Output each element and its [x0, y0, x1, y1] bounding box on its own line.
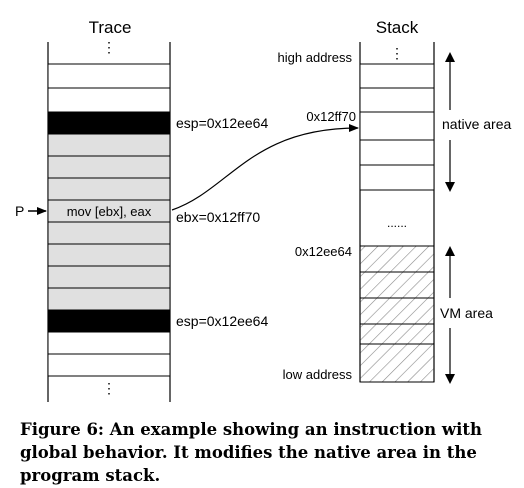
stack-slot: [359, 139, 435, 166]
trace-row: [47, 243, 171, 267]
esp-label-top: esp=0x12ee64: [176, 115, 268, 131]
trace-ellipsis-bottom: ⋮: [102, 380, 116, 396]
native-area-label: native area: [442, 116, 511, 132]
esp-label-bottom: esp=0x12ee64: [176, 313, 268, 329]
vm-area-bracket: [445, 246, 455, 384]
vm-slot: [359, 297, 435, 325]
ebx-pointer-arrow: [171, 124, 359, 211]
stack-ellipsis-top: ⋮: [390, 45, 404, 61]
vm-area-label: VM area: [440, 305, 493, 321]
trace-row-esp-top: [47, 111, 171, 135]
ebx-label: ebx=0x12ff70: [176, 209, 260, 225]
vm-slot: [359, 271, 435, 299]
high-address-label: high address: [278, 50, 353, 65]
figure-caption: Figure 6: An example showing an instruct…: [20, 420, 482, 485]
native-address-label: 0x12ff70: [306, 109, 356, 124]
pointer-label: P: [15, 203, 24, 219]
stack-gap-dots: ......: [387, 216, 407, 230]
vm-slot: [359, 245, 435, 273]
low-address-label: low address: [283, 367, 353, 382]
trace-row: [47, 265, 171, 289]
stack-slot: [359, 87, 435, 113]
stack-title: Stack: [376, 18, 419, 37]
stack-column: ⋮ ......: [359, 42, 435, 383]
trace-row: [47, 155, 171, 179]
trace-row: [47, 331, 171, 355]
trace-row: [47, 133, 171, 157]
trace-row-esp-bottom: [47, 309, 171, 333]
trace-row: [47, 63, 171, 89]
trace-ellipsis-top: ⋮: [102, 39, 116, 55]
trace-title: Trace: [89, 18, 132, 37]
stack-slot: [359, 164, 435, 191]
trace-row: [47, 177, 171, 201]
native-area-bracket: [445, 52, 455, 192]
vm-slot: [359, 323, 435, 345]
stack-slot: [359, 63, 435, 89]
vm-address-label: 0x12ee64: [295, 244, 352, 259]
trace-column: ⋮ mov [ebx], eax ⋮: [47, 39, 171, 402]
figure-diagram: Trace ⋮ mov [ebx], eax ⋮ P esp=0x12ee64 …: [15, 18, 511, 402]
trace-instruction: mov [ebx], eax: [67, 204, 152, 219]
trace-row: [47, 353, 171, 377]
vm-slot: [359, 343, 435, 383]
trace-row: [47, 87, 171, 113]
trace-row: [47, 221, 171, 245]
trace-row: [47, 287, 171, 311]
stack-slot-target: [359, 111, 435, 141]
